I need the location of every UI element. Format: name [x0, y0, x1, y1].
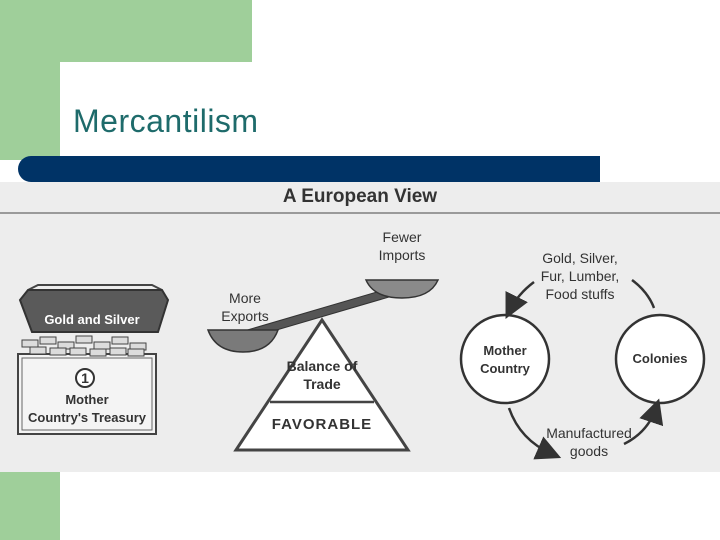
treasury-chest-icon [17, 284, 170, 435]
manufactured-goods-label: Manufactured goods [546, 425, 632, 459]
colonies-label: Colonies [632, 351, 688, 366]
raw-materials-label: Gold, Silver, Fur, Lumber, Food stuffs [540, 250, 620, 302]
more-exports-label: More Exports [221, 290, 269, 324]
title-underline-bar [18, 156, 600, 182]
arrow-to-colonies [623, 398, 664, 446]
slide-title: Mercantilism [73, 103, 259, 139]
arrow-to-mother-country [505, 281, 535, 319]
balance-scale-icon [206, 279, 440, 452]
treasury-caption: Mother Country's Treasury [28, 392, 146, 425]
arrow-from-colonies [631, 279, 656, 309]
favorable-label: FAVORABLE [271, 416, 373, 433]
balance-of-trade-label: Balance of Trade [286, 358, 358, 392]
chest-label: Gold and Silver [44, 312, 140, 327]
corner-decoration-strip [0, 0, 60, 160]
mercantilism-figure: A European View [0, 182, 720, 472]
figure-drawing [17, 279, 706, 460]
fewer-imports-label: Fewer Imports [378, 229, 426, 263]
arrow-from-mother-country [507, 407, 562, 460]
title-area [60, 62, 720, 162]
mother-country-circle [459, 313, 551, 405]
mother-country-label: Mother Country [480, 343, 530, 376]
treasury-number: 1 [81, 370, 89, 386]
corner-decoration-bottom [0, 472, 60, 540]
figure-title: A European View [282, 186, 438, 207]
figure-title-rule [0, 212, 720, 214]
